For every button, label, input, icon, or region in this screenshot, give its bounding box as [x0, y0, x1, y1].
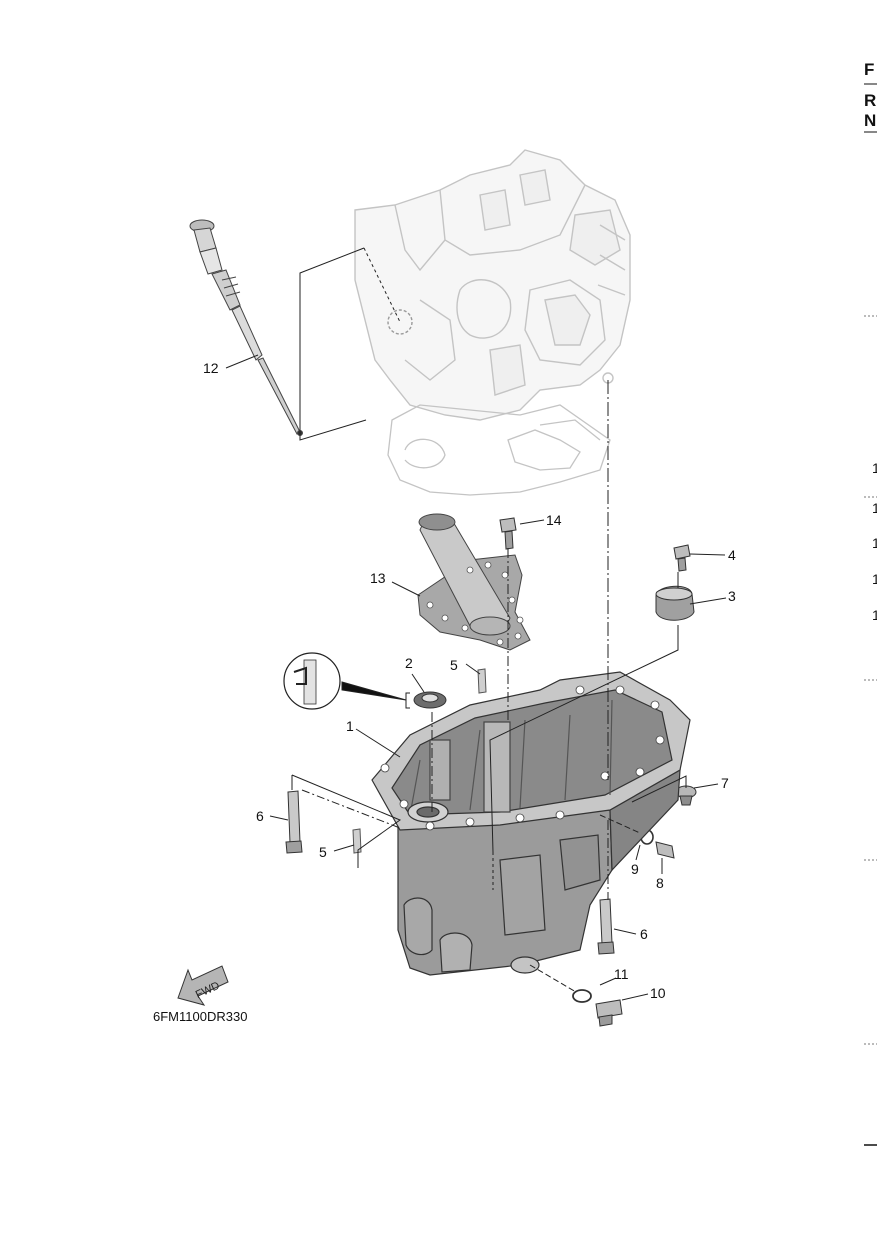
callout-2: 2 [405, 655, 413, 671]
bolt-4 [673, 544, 691, 572]
right-edge-fragment: F R N 1 1 1 1 1 [864, 60, 877, 1146]
seal-2 [413, 691, 447, 709]
callout-14: 14 [546, 512, 562, 528]
bolt-6a [285, 790, 303, 854]
callout-12: 12 [203, 360, 219, 376]
o-ring-11 [572, 989, 592, 1003]
bolt-8 [655, 841, 675, 859]
drain-bolt-10 [595, 999, 623, 1027]
callout-6a: 6 [256, 808, 264, 824]
edge-header-letter-1: F [864, 60, 874, 79]
edge-row-digit-5: 1 [872, 607, 877, 623]
callout-1: 1 [346, 718, 354, 734]
callout-5a: 5 [450, 657, 458, 673]
damper-3 [655, 585, 695, 621]
gasket-ghost [387, 404, 611, 496]
callout-3: 3 [728, 588, 736, 604]
dowel-5a [477, 668, 487, 694]
edge-header-letter-2: R [864, 91, 876, 110]
bolt-14 [499, 517, 517, 550]
strainer-assembly [417, 513, 531, 651]
fwd-arrow-icon: FWD [177, 965, 229, 1006]
reference-lines [225, 247, 727, 1001]
callout-10: 10 [650, 985, 666, 1001]
callout-9: 9 [631, 861, 639, 877]
callout-6b: 6 [640, 926, 648, 942]
callout-labels: 12 13 14 4 3 2 5 1 7 6 5 9 8 6 11 10 [203, 360, 736, 1001]
callout-11: 11 [614, 966, 629, 982]
callout-7: 7 [721, 775, 729, 791]
bolt-6b [597, 898, 615, 955]
callout-13: 13 [370, 570, 386, 586]
dipstick [189, 219, 303, 436]
oil-pan [371, 671, 691, 976]
cylinder-block-ghost [354, 149, 631, 421]
callout-8: 8 [656, 875, 664, 891]
dowel-5b [352, 828, 362, 854]
edge-header-letter-3: N [864, 111, 876, 130]
edge-row-digit-4: 1 [872, 571, 877, 587]
edge-row-digit-2: 1 [872, 500, 877, 516]
callout-4: 4 [728, 547, 736, 563]
detail-magnifier [283, 652, 341, 710]
drawing-code: 6FM1100DR330 [153, 1009, 247, 1024]
edge-row-digit-3: 1 [872, 535, 877, 551]
callout-5b: 5 [319, 844, 327, 860]
edge-row-digit-1: 1 [872, 460, 877, 476]
